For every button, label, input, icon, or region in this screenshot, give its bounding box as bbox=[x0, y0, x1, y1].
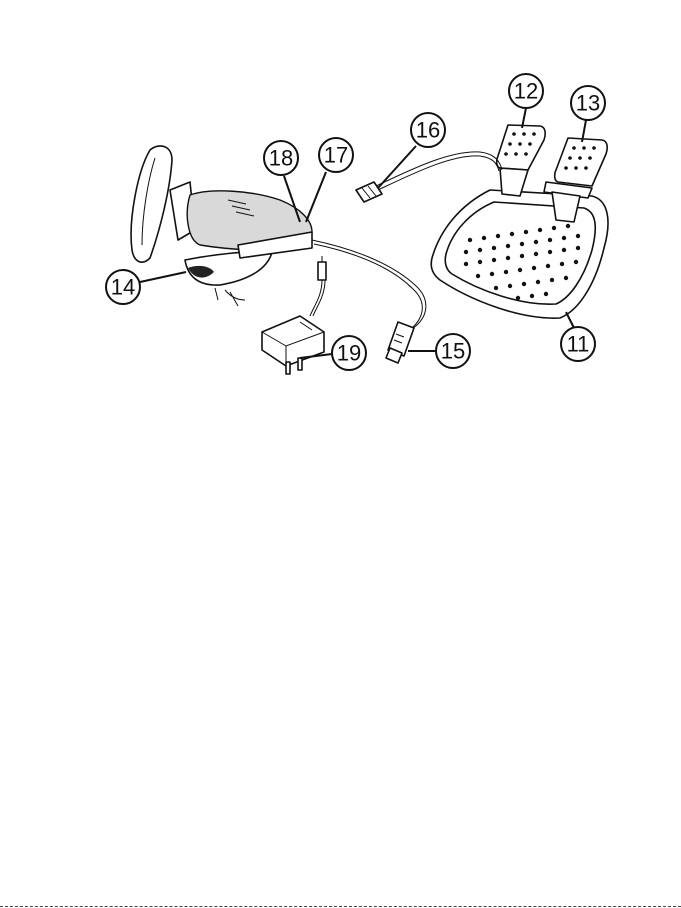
usb-plug-icon bbox=[386, 322, 414, 363]
callout-18: 18 bbox=[264, 141, 298, 175]
callout-label: 19 bbox=[337, 341, 361, 366]
callout-11: 11 bbox=[561, 327, 595, 361]
page-bottom-border bbox=[0, 906, 681, 907]
leader-11 bbox=[566, 312, 574, 328]
callout-label: 12 bbox=[514, 79, 538, 104]
callout-label: 18 bbox=[269, 146, 293, 171]
callout-label: 17 bbox=[324, 143, 348, 168]
leader-17 bbox=[306, 172, 326, 222]
leader-14 bbox=[140, 272, 186, 282]
callout-label: 15 bbox=[441, 339, 465, 364]
callout-15: 15 bbox=[436, 334, 470, 368]
callout-12: 12 bbox=[509, 74, 543, 108]
callout-label: 14 bbox=[111, 275, 135, 300]
callout-19: 19 bbox=[332, 336, 366, 370]
callout-label: 11 bbox=[567, 332, 590, 357]
leader-16 bbox=[378, 146, 416, 188]
callout-17: 17 bbox=[319, 138, 353, 172]
callout-14: 14 bbox=[106, 270, 140, 304]
callout-label: 16 bbox=[416, 118, 440, 143]
callout-16: 16 bbox=[411, 113, 445, 147]
callout-13: 13 bbox=[571, 86, 605, 120]
callout-label: 13 bbox=[576, 91, 600, 116]
